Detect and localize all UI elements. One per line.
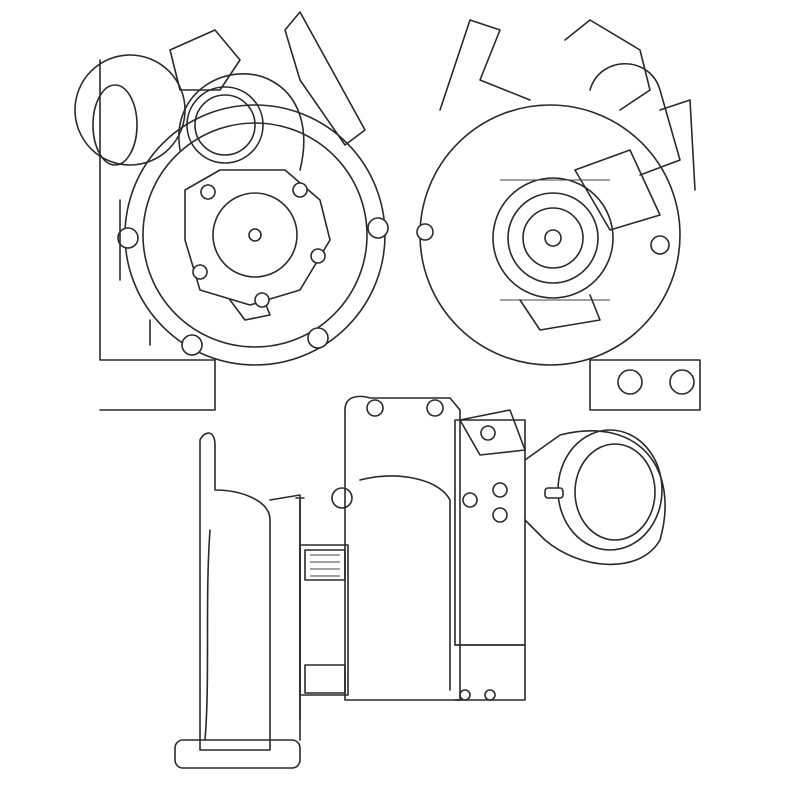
compressor-side-view [416, 19, 701, 411]
flange-bolts [117, 182, 389, 356]
exhaust-side-view [74, 11, 389, 411]
side-elevation-view [174, 395, 666, 769]
